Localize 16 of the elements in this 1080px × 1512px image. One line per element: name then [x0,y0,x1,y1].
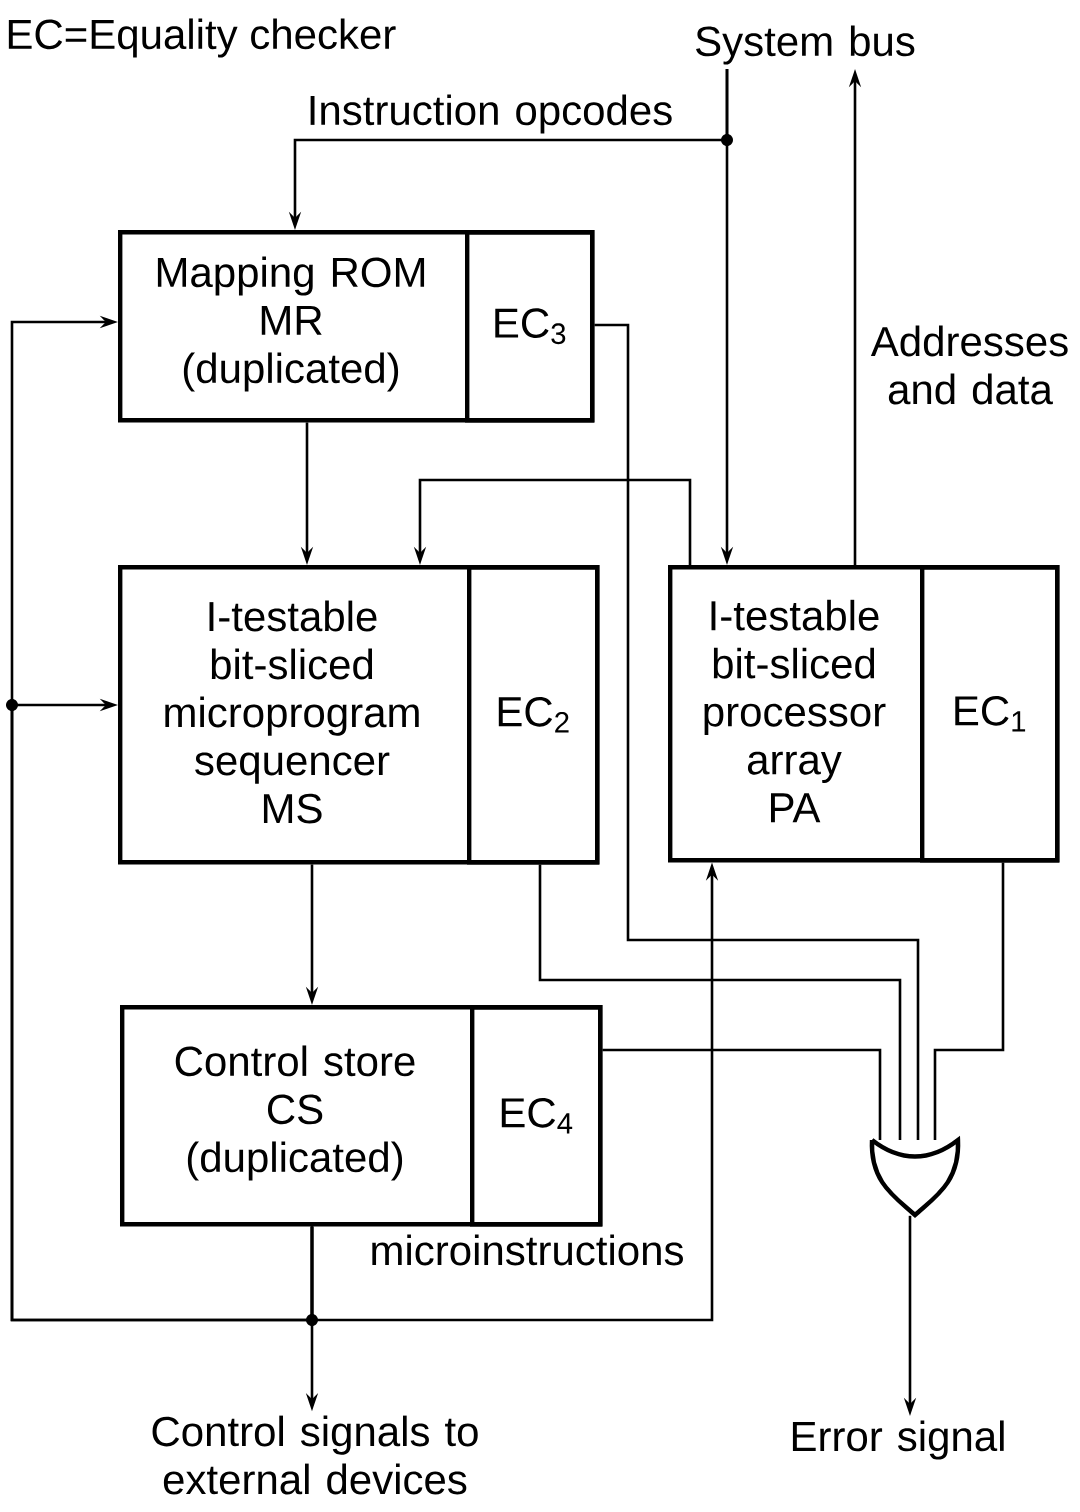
signal-label: Error signal [792,1420,1004,1460]
or-gate [869,1137,961,1218]
connector-line [602,1048,882,1140]
connector-line [594,323,920,1140]
signal-label: System bus [696,25,915,65]
checker-box: EC$_{1}$ [920,565,1060,863]
legend-note: EC=Equality checker [8,18,396,58]
connector-line [933,862,1005,1140]
edge-label: microinstructions [372,1234,683,1266]
connector-line [538,864,902,1140]
signal-label: Control signals to external devices [152,1415,478,1495]
edge-label: Addresses and data [870,325,1068,405]
checker-box: EC$_{2}$ [467,565,600,865]
checker-box: EC$_{3}$ [465,230,595,423]
checker-box: EC$_{4}$ [470,1005,603,1227]
edge-label: Instruction opcodes [310,94,672,134]
